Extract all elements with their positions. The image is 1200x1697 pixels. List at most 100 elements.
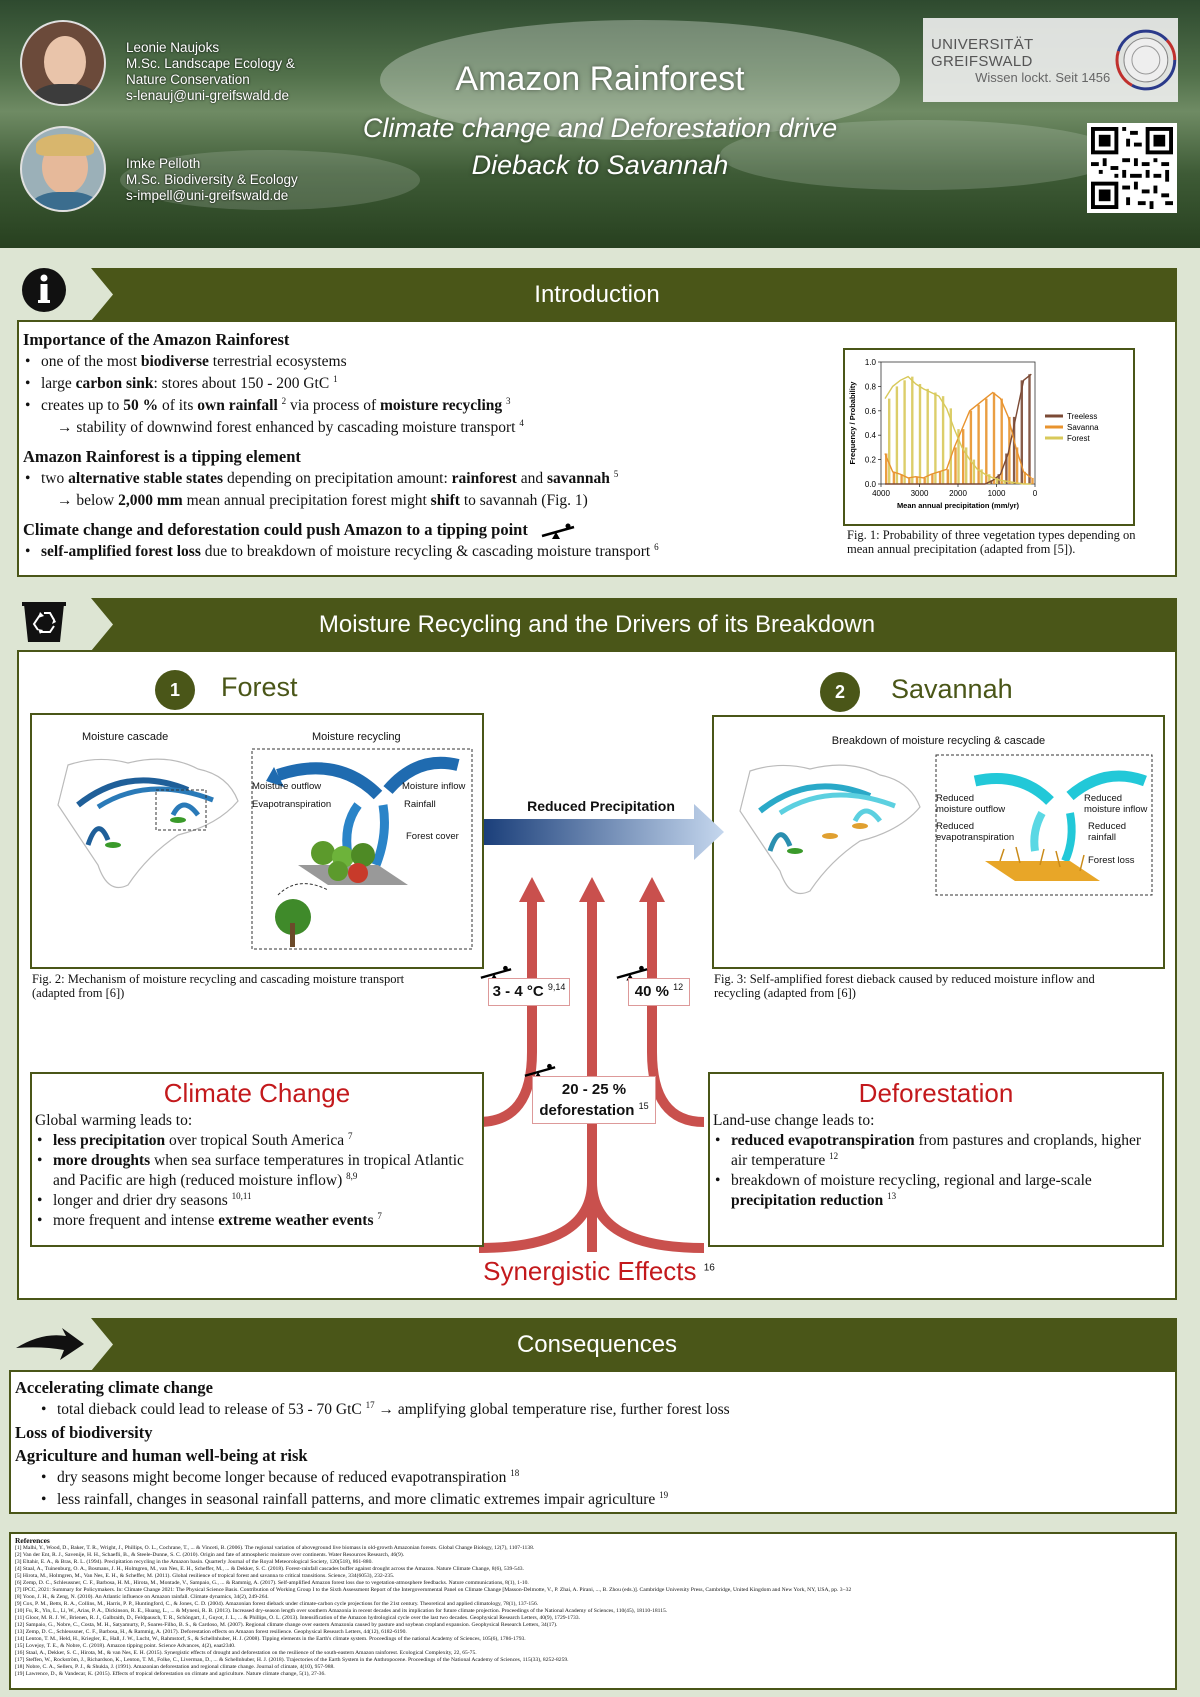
reference-item: [9] Cox, P. M., Betts, R. A., Collins, M…: [15, 1601, 539, 1607]
chart-bar: [985, 398, 988, 484]
university-logo: UNIVERSITÄT GREIFSWALD Wissen lockt. Sei…: [923, 18, 1178, 102]
legend-entry: Treeless: [1067, 412, 1097, 421]
reference-item: [15] Lovejoy, T. E., & Nobre, C. (2018).…: [15, 1643, 236, 1649]
deforestation-box: Deforestation Land-use change leads to: …: [708, 1072, 1164, 1247]
chart-bar: [900, 474, 903, 484]
chart-bar: [895, 386, 899, 484]
chart-bar: [965, 447, 968, 484]
banner: Leonie Naujoks M.Sc. Landscape Ecology &…: [0, 0, 1200, 248]
number-badge: 1: [155, 670, 195, 710]
reference-item: [8] Yoon, J. H., & Zeng, N. (2010). An A…: [15, 1594, 269, 1600]
author-degree: M.Sc. Biodiversity & Ecology: [126, 172, 298, 187]
breakdown-diagram: [739, 754, 1153, 896]
chart-bar: [915, 476, 919, 484]
deforestation-threshold-tag: 40 % 12: [628, 978, 690, 1006]
chart-bar: [1020, 380, 1023, 484]
chart-bar: [972, 459, 976, 484]
author-naujoks: Leonie Naujoks M.Sc. Landscape Ecology &…: [20, 20, 295, 106]
chart-bar: [918, 383, 922, 484]
author-email[interactable]: s-impell@uni-greifswald.de: [126, 188, 289, 203]
intro-bullet: creates up to 50 % of its own rainfall 2…: [23, 395, 843, 417]
author-degree: M.Sc. Landscape Ecology &: [126, 56, 295, 71]
section-title: Moisture Recycling and the Drivers of it…: [318, 611, 876, 638]
references-title: References: [15, 1536, 50, 1545]
arrow-right-icon: [16, 1328, 84, 1360]
consequence-bullet: total dieback could lead to release of 5…: [39, 1399, 1171, 1421]
section-header-moisture: Moisture Recycling and the Drivers of it…: [17, 598, 1177, 651]
fig3-savannah: Breakdown of moisture recycling & cascad…: [712, 715, 1165, 969]
university-name: UNIVERSITÄT GREIFSWALD: [931, 35, 1034, 70]
moisture-cascade-diagram: [57, 748, 473, 950]
climate-change-box: Climate Change Global warming leads to: …: [30, 1072, 484, 1247]
x-tick-label: 1000: [988, 489, 1006, 498]
fig-label: Moisture cascade: [82, 731, 169, 743]
author-email[interactable]: s-lenauj@uni-greifswald.de: [126, 88, 290, 103]
chart-bar: [938, 471, 942, 484]
y-axis-label: Frequency / Probability: [848, 381, 857, 465]
section-title: Consequences: [516, 1331, 678, 1358]
driver-arrows-diagram: [478, 804, 724, 1253]
author-pelloth: Imke Pelloth M.Sc. Biodiversity & Ecolog…: [20, 126, 298, 212]
fig-label: Moisture inflow: [402, 781, 466, 792]
chart-bar: [926, 388, 929, 484]
reduced-precipitation-label: Reduced Precipitation: [527, 798, 675, 814]
references-list: [1] Malhi, Y., Wood, D., Baker, T. R., W…: [15, 1545, 1171, 1678]
recycle-bin-icon: [22, 602, 66, 642]
chart-bar: [957, 429, 960, 484]
df-bullet: breakdown of moisture recycling, regiona…: [713, 1171, 1156, 1211]
panel-title-forest: Forest: [221, 672, 298, 702]
reference-item: [4] Staal, A., Tuinenburg, O. A., Bosman…: [15, 1566, 524, 1572]
chart-series-line: [884, 375, 1032, 485]
chart-bar: [923, 477, 926, 484]
reference-item: [10] Fu, R., Yin, L., Li, W., Arias, P. …: [15, 1608, 668, 1614]
qr-code-icon[interactable]: [1087, 123, 1177, 213]
y-tick-label: 1.0: [865, 358, 877, 367]
reference-item: [17] Steffen, W., Rockström, J., Richard…: [15, 1657, 569, 1663]
deforestation-title: Deforestation: [858, 1078, 1014, 1108]
fig-label: Rainfall: [404, 799, 436, 810]
chart-bar: [934, 392, 937, 484]
number-badge: 2: [820, 672, 860, 712]
intro-bullet: two alternative stable states depending …: [23, 468, 843, 490]
chart-bar: [888, 398, 891, 484]
chart-bar: [892, 471, 896, 484]
subtitle-line: Climate change and Deforestation drive: [362, 113, 838, 143]
author-name: Imke Pelloth: [126, 156, 201, 171]
chart-bar: [1003, 480, 1006, 484]
chart-bar: [962, 429, 965, 484]
warming-tag: 3 - 4 °C 9,14: [488, 978, 570, 1006]
fig-label: Moisture outflow: [252, 781, 322, 792]
university-seal-icon: [1115, 29, 1177, 91]
references-box: References [1] Malhi, Y., Wood, D., Bake…: [9, 1532, 1177, 1690]
fig2-caption: Fig. 2: Mechanism of moisture recycling …: [32, 972, 405, 1000]
chart-bar: [941, 396, 945, 484]
info-icon: [22, 268, 66, 312]
chart-bar: [1031, 477, 1034, 484]
consequence-heading: Loss of biodiversity: [15, 1423, 153, 1442]
consequences-box: Accelerating climate change total diebac…: [9, 1370, 1177, 1514]
author-name: Leonie Naujoks: [126, 40, 220, 55]
panel-title-savannah: Savannah: [891, 674, 1013, 704]
chart-bar: [949, 408, 952, 484]
synergistic-effects-label: Synergistic Effects 16: [483, 1256, 715, 1286]
chart-bar: [908, 477, 911, 484]
fig2-forest: Moisture cascade Moisture recycling Mois…: [30, 713, 484, 969]
legend-entry: Savanna: [1067, 423, 1099, 432]
intro-heading: Amazon Rainforest is a tipping element: [23, 447, 301, 466]
chart-bar: [995, 477, 999, 484]
chart-bar: [1028, 374, 1031, 484]
subtitle-line: Dieback to Savannah: [471, 150, 729, 180]
reference-item: [16] Staal, A., Dekker, S. C., Hirota, M…: [15, 1650, 477, 1656]
section-header-introduction: Introduction: [17, 268, 1177, 321]
df-intro: Land-use change leads to:: [713, 1112, 875, 1129]
consequence-heading: Agriculture and human well-being at risk: [15, 1446, 308, 1465]
y-tick-label: 0.2: [865, 456, 877, 465]
chart-bar: [911, 376, 914, 484]
fig-label: Reduced moisture outflow: [936, 793, 1006, 815]
reference-item: [13] Zemp, D. C., Schleussner, C. F., Ba…: [15, 1629, 407, 1635]
chart-bar: [1005, 453, 1008, 484]
consequence-heading: Accelerating climate change: [15, 1378, 213, 1397]
reference-item: [1] Malhi, Y., Wood, D., Baker, T. R., W…: [15, 1545, 535, 1551]
reference-item: [14] Lenton, T. M., Held, H., Kriegler, …: [15, 1636, 526, 1642]
